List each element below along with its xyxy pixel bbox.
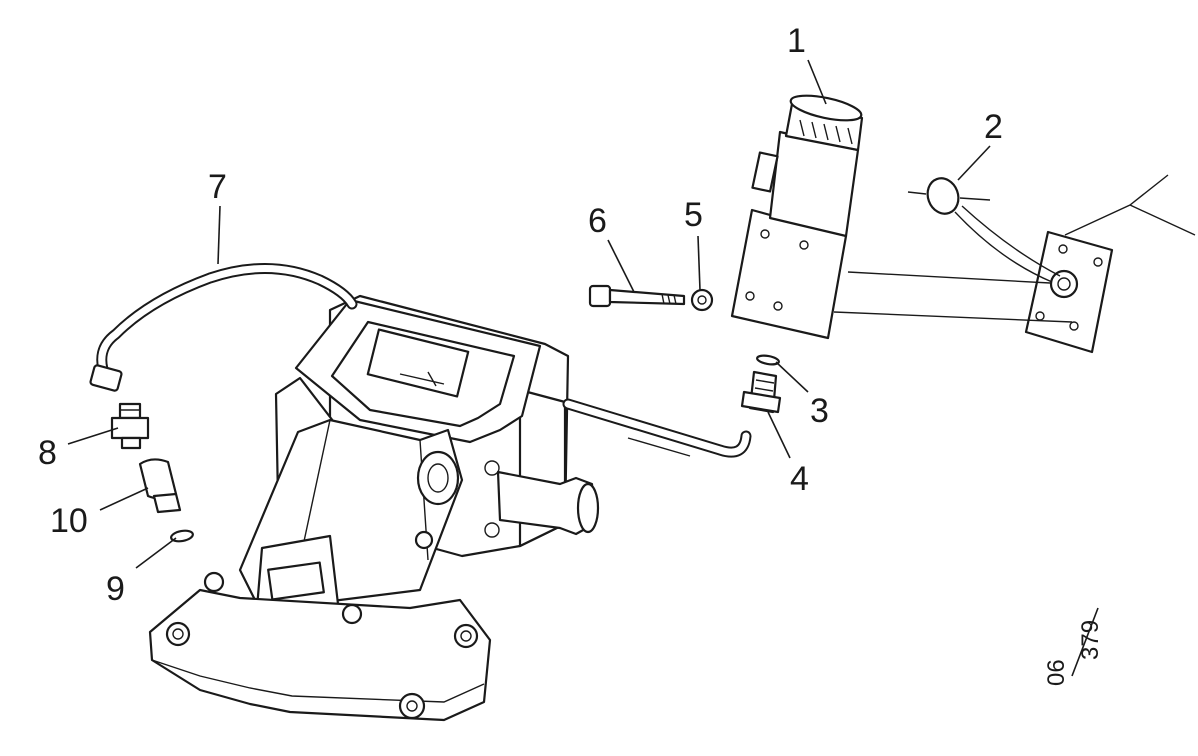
callout-8: 8	[38, 434, 57, 472]
hose-part-7	[89, 262, 358, 392]
callout-3: 3	[810, 392, 829, 430]
drawing-number-right: 379	[1077, 620, 1104, 660]
drawing-number: 06 379	[1043, 620, 1104, 686]
mounting-plate	[1024, 174, 1196, 354]
callout-5: 5	[684, 196, 703, 234]
adapter-part-10	[138, 458, 182, 514]
callout-10: 10	[50, 502, 88, 540]
seal-ring-part-9	[170, 529, 194, 543]
washer-part-5	[690, 288, 714, 312]
seal-ring-part-3	[756, 354, 780, 366]
callout-labels: 1 2 3 4 5 6 7 8 9 10	[38, 22, 1003, 608]
hose-right	[562, 398, 752, 458]
callout-7: 7	[208, 168, 227, 206]
solenoid-valve	[730, 94, 1073, 340]
bolt-part-6	[588, 284, 686, 308]
callout-4: 4	[790, 460, 809, 498]
drawing-number-left: 06	[1043, 659, 1070, 686]
callout-1: 1	[787, 22, 806, 60]
pump-body	[148, 294, 600, 722]
fitting-part-8	[110, 402, 150, 450]
callout-2: 2	[984, 108, 1003, 146]
fitting-part-4	[740, 370, 782, 414]
callout-6: 6	[588, 202, 607, 240]
leader-lines	[67, 59, 1099, 677]
callout-9: 9	[106, 570, 125, 608]
o-ring-part-2	[907, 177, 1061, 283]
